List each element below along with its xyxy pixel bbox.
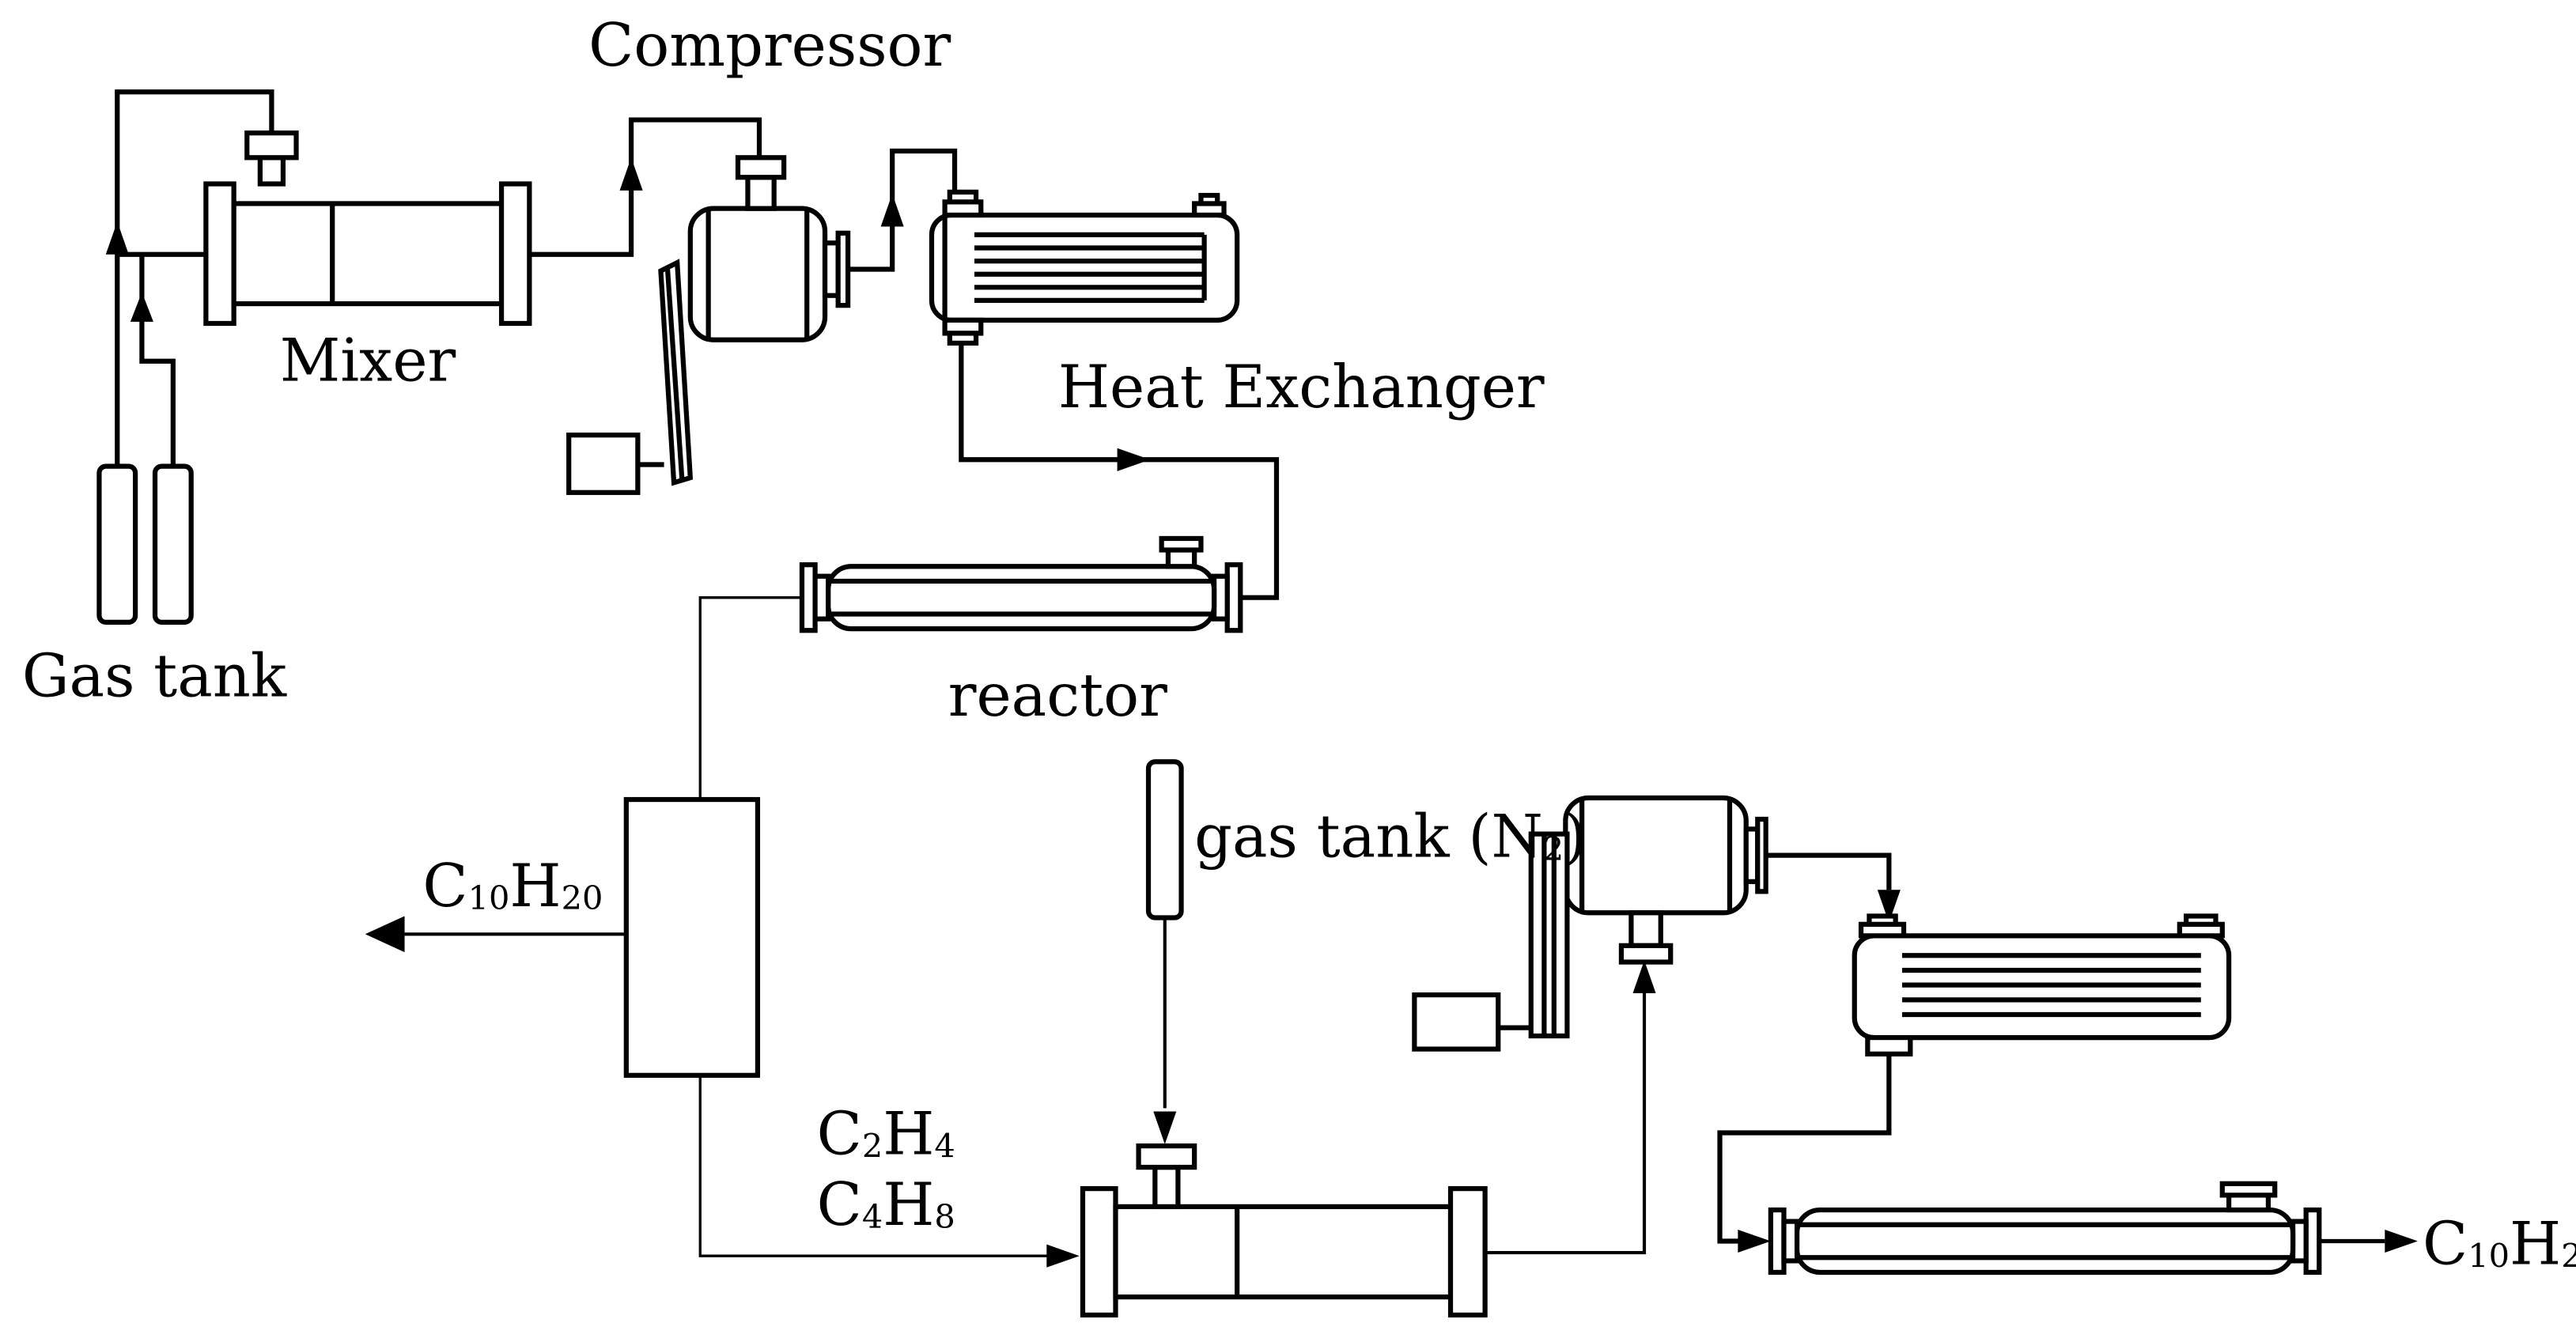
flow-arrow (1738, 1229, 1771, 1253)
reactor-to-separator-pipe (698, 596, 802, 800)
flow-arrow (1117, 448, 1151, 471)
heat-exchanger-1 (929, 189, 1240, 346)
hx2-to-reactor2-pipe (1717, 1053, 1892, 1244)
separator-to-mixer2-pipe (698, 1075, 1052, 1257)
reactor-2 (1768, 1181, 2322, 1276)
reactor-label: reactor (948, 661, 1167, 730)
gas-tank-1 (96, 463, 138, 625)
product-outlet-line (365, 916, 626, 953)
mixer-to-compressor-pipe (529, 117, 762, 257)
compressor-label: Compressor (588, 11, 951, 80)
gas-tank-n2-label: gas tank (N2) (1194, 803, 1587, 871)
heat-exchanger-2 (1852, 913, 2232, 1056)
product-outlet-line (2319, 1229, 2418, 1253)
butene-formula: C4H8 (817, 1170, 955, 1239)
gas-tank-label: Gas tank (22, 641, 287, 710)
motor-1 (566, 259, 694, 495)
compressor-1 (687, 155, 851, 342)
motor-2 (1412, 831, 1570, 1052)
mixer-1 (203, 130, 532, 327)
mixer2-to-compressor2-pipe (1485, 993, 1647, 1255)
gas-tank-n2 (1145, 759, 1184, 1145)
flow-arrow (880, 193, 904, 227)
reactor-1 (799, 535, 1243, 633)
mixer-label: Mixer (280, 327, 456, 395)
gas-tank-2 (152, 463, 194, 625)
flow-arrow (1877, 890, 1901, 923)
flow-arrow (1632, 960, 1656, 994)
heat-exchanger-label: Heat Exchanger (1058, 353, 1545, 421)
compressor-to-hx-pipe (848, 148, 958, 272)
product-formula-right: C10H20 (2423, 1210, 2576, 1279)
compressor-2 (1563, 795, 1768, 965)
flow-arrow (1046, 1244, 1080, 1268)
product-formula-left: C10H20 (422, 852, 603, 920)
compressor2-to-hx2-pipe (1765, 852, 1892, 890)
flow-arrow (105, 221, 153, 322)
ethylene-formula: C2H4 (817, 1099, 955, 1168)
separator (623, 796, 761, 1078)
flow-arrow (619, 157, 643, 191)
mixer-2 (1080, 1143, 1488, 1318)
hx-to-reactor-pipe (959, 342, 1280, 600)
